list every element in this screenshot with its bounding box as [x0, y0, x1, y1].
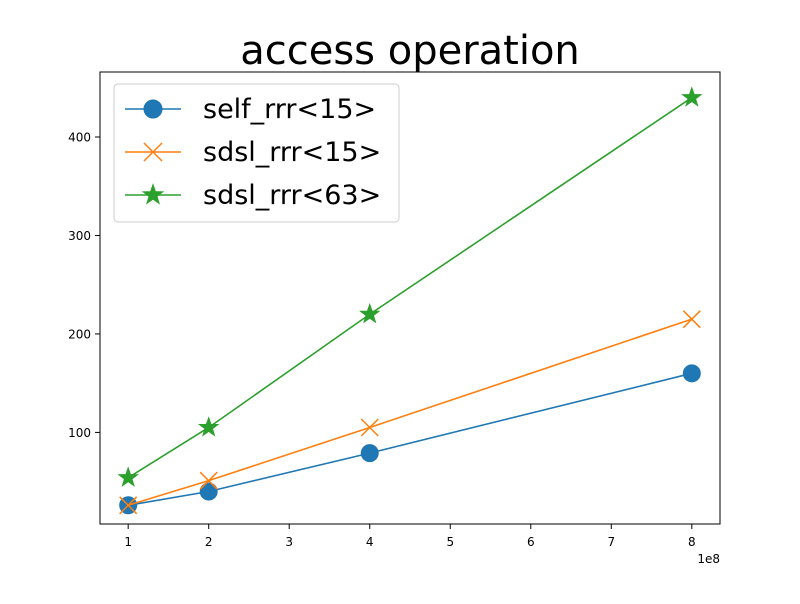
data-point-x	[682, 310, 701, 329]
legend-marker-x-stroke-b	[143, 142, 163, 162]
legend-marker-circle	[143, 99, 163, 119]
legend-frame	[113, 83, 400, 223]
x-axis-ticks: 1 2 3 4 5 6 7 8	[124, 524, 696, 549]
legend-label: self_rrr<15>	[203, 94, 376, 125]
x-tick-label: 5	[446, 535, 454, 549]
series-line	[127, 96, 693, 479]
x-tick-label: 2	[205, 535, 213, 549]
x-axis-offset-label: 1e8	[697, 552, 720, 566]
data-point-x-stroke-b	[682, 310, 701, 329]
legend-marker-star	[141, 183, 165, 205]
legend: self_rrr<15> sdsl_rrr<15> sdsl_rrr<63>	[113, 83, 400, 223]
data-point-circle	[682, 364, 701, 383]
y-tick-label: 100	[68, 426, 91, 440]
legend-marker-x	[143, 142, 163, 162]
legend-label: sdsl_rrr<63>	[203, 180, 381, 211]
x-tick-label: 7	[607, 535, 615, 549]
x-tick-label: 1	[124, 535, 132, 549]
data-point-star	[358, 302, 381, 324]
x-tick-label: 8	[688, 535, 696, 549]
data-point-x-stroke-b	[360, 418, 379, 437]
y-tick-label: 400	[68, 130, 91, 144]
data-point-x	[360, 418, 379, 437]
legend-entry: sdsl_rrr<63>	[125, 180, 381, 211]
y-axis-ticks: 100 200 300 400	[68, 130, 100, 440]
series-2	[119, 310, 701, 515]
data-point-circle	[360, 444, 379, 463]
data-point-circle	[199, 482, 218, 501]
x-tick-label: 3	[285, 535, 293, 549]
data-point-star	[117, 466, 139, 487]
data-point-x	[119, 496, 138, 515]
y-tick-label: 200	[68, 327, 91, 341]
data-point-star	[681, 86, 703, 107]
data-point-x-stroke-b	[199, 471, 218, 490]
y-tick-label: 300	[68, 229, 91, 243]
legend-entry: self_rrr<15>	[125, 94, 376, 125]
x-tick-label: 4	[366, 535, 374, 549]
series-3	[117, 86, 703, 487]
plot-frame	[99, 71, 721, 525]
data-point-x	[199, 471, 218, 490]
chart-title: access operation	[240, 28, 580, 74]
series-line	[128, 372, 693, 507]
x-tick-label: 6	[527, 535, 535, 549]
legend-entry: sdsl_rrr<15>	[125, 137, 381, 168]
series-line	[127, 318, 693, 507]
data-point-x-stroke-b	[119, 496, 138, 515]
legend-label: sdsl_rrr<15>	[203, 137, 381, 168]
data-point-star	[197, 416, 220, 437]
